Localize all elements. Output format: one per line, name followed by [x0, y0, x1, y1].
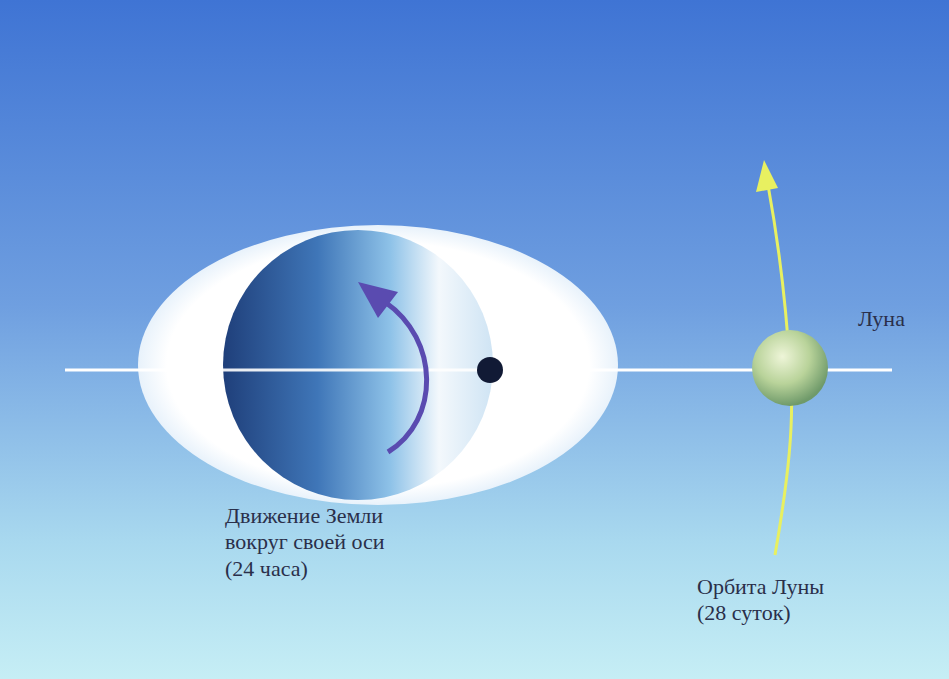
- glow-ellipse: [138, 225, 618, 505]
- earth-caption: Движение Земли вокруг своей оси (24 часа…: [225, 503, 415, 582]
- moon-sphere: [752, 330, 828, 406]
- rotation-arrowhead: [358, 282, 398, 318]
- orbit-arrowhead: [756, 160, 778, 192]
- earth-sphere: [223, 230, 493, 500]
- axis-line-front: [223, 369, 493, 372]
- moon-label: Луна: [858, 306, 905, 332]
- point-dot: [477, 357, 503, 383]
- orbit-caption: Орбита Луны (28 суток): [697, 574, 847, 627]
- rotation-arrow: [385, 302, 427, 452]
